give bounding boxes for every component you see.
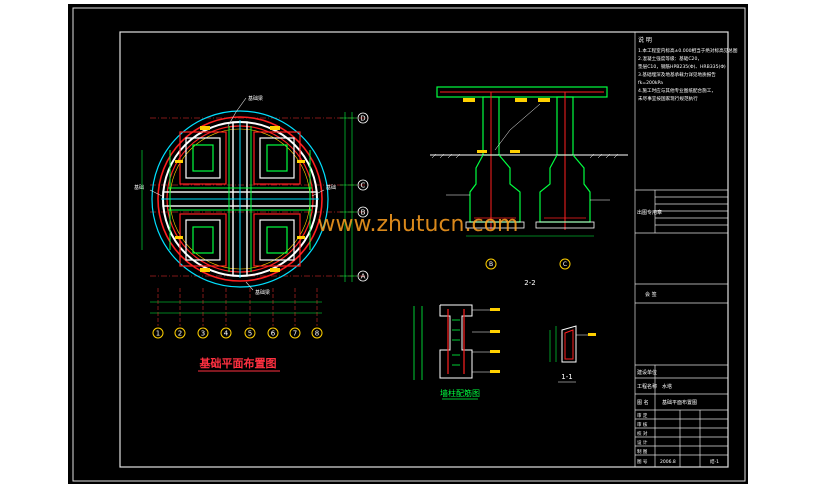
svg-text:审 核: 审 核 — [637, 421, 648, 428]
svg-text:结-1: 结-1 — [710, 458, 719, 465]
svg-text:B: B — [489, 261, 493, 268]
svg-text:6: 6 — [271, 330, 276, 338]
svg-text:4.施工时应与其他专业图纸配合施工，: 4.施工时应与其他专业图纸配合施工， — [638, 87, 716, 94]
foundation-plan: 基础梁 基础 基础 基础梁 D C B — [134, 95, 369, 372]
svg-text:5: 5 — [248, 330, 252, 338]
svg-text:A: A — [361, 273, 366, 281]
svg-text:3.基础埋深及地基承载力详见地质报告: 3.基础埋深及地基承载力详见地质报告 — [638, 71, 716, 78]
row-axis-D: D — [357, 112, 369, 124]
detail-title: 墙柱配筋图 — [440, 388, 480, 398]
general-notes: 说 明 1.本工程室内标高±0.000相当于绝对标高见总图 2.混凝土强度等级：… — [638, 36, 738, 102]
svg-text:2.混凝土强度等级：基础C20，: 2.混凝土强度等级：基础C20， — [638, 55, 702, 62]
col-axis-1: 1 — [152, 327, 164, 339]
svg-text:4: 4 — [224, 330, 229, 338]
col-axis-4: 4 — [220, 327, 232, 339]
section-1-1: 1-1 — [549, 325, 596, 383]
section-axis-B: B — [485, 258, 497, 270]
svg-text:1: 1 — [156, 330, 160, 338]
wall-column-detail: 墙柱配筋图 — [413, 304, 500, 400]
svg-text:C: C — [563, 261, 567, 268]
plan-title: 基础平面布置图 — [199, 356, 277, 370]
svg-text:设 计: 设 计 — [637, 439, 648, 446]
svg-text:建设单位: 建设单位 — [637, 369, 657, 376]
svg-text:制 图: 制 图 — [637, 448, 648, 455]
col-axis-2: 2 — [174, 327, 186, 339]
svg-text:D: D — [360, 115, 365, 123]
outer-frame — [72, 7, 746, 482]
svg-text:7: 7 — [293, 330, 297, 338]
svg-text:水塔: 水塔 — [662, 383, 672, 390]
svg-text:3: 3 — [201, 330, 205, 338]
col-axis-7: 7 — [289, 327, 301, 339]
title-block: 出图专用章 会 签 建设单位 工程名称 水塔 图 名 基础平面布置图 审 定 审… — [634, 32, 728, 467]
svg-text:基础: 基础 — [326, 184, 336, 191]
svg-text:未尽事宜按国家现行规范执行: 未尽事宜按国家现行规范执行 — [638, 95, 698, 102]
col-axis-6: 6 — [267, 327, 279, 339]
svg-text:工程名称: 工程名称 — [637, 383, 657, 390]
svg-text:校 对: 校 对 — [637, 430, 648, 437]
svg-text:fk=200kPa: fk=200kPa — [638, 80, 663, 86]
row-axis-A: A — [357, 270, 369, 282]
svg-text:C: C — [361, 182, 366, 190]
col-axis-5: 5 — [244, 327, 256, 339]
svg-text:B: B — [361, 209, 366, 217]
inner-frame — [119, 31, 729, 468]
svg-text:说 明: 说 明 — [638, 36, 652, 44]
svg-text:2006.8: 2006.8 — [660, 459, 676, 465]
section-axis-C: C — [559, 258, 571, 270]
svg-text:2: 2 — [178, 330, 182, 338]
svg-text:1.本工程室内标高±0.000相当于绝对标高见总图: 1.本工程室内标高±0.000相当于绝对标高见总图 — [638, 47, 738, 54]
svg-text:基础: 基础 — [134, 184, 144, 191]
row-axis-bubbles: D C B A — [357, 112, 369, 282]
svg-text:基础梁: 基础梁 — [255, 289, 270, 296]
svg-text:出图专用章: 出图专用章 — [637, 209, 662, 216]
watermark-text: www.zhutucn.com — [318, 212, 519, 237]
col-axis-8: 8 — [311, 327, 323, 339]
section-1-1-title: 1-1 — [561, 373, 572, 381]
svg-text:会 签: 会 签 — [645, 291, 657, 298]
svg-text:基础平面布置图: 基础平面布置图 — [662, 399, 697, 406]
row-axis-C: C — [357, 179, 369, 191]
section-2-2: B C 2-2 — [430, 86, 628, 287]
svg-text:8: 8 — [315, 330, 319, 338]
svg-text:审 定: 审 定 — [637, 412, 648, 419]
svg-text:基础梁: 基础梁 — [248, 95, 263, 102]
svg-text:图 名: 图 名 — [637, 399, 649, 406]
svg-text:垫层C10，钢筋HPB235(Φ)、HRB335(Φ): 垫层C10，钢筋HPB235(Φ)、HRB335(Φ) — [638, 63, 726, 70]
section-2-2-title: 2-2 — [524, 279, 535, 287]
outer-foundation-circle — [151, 110, 329, 288]
row-axis-B: B — [357, 206, 369, 218]
column-axis-bubbles: 1 2 3 4 5 6 7 8 — [152, 327, 323, 339]
svg-text:图 号: 图 号 — [637, 459, 648, 465]
col-axis-3: 3 — [197, 327, 209, 339]
